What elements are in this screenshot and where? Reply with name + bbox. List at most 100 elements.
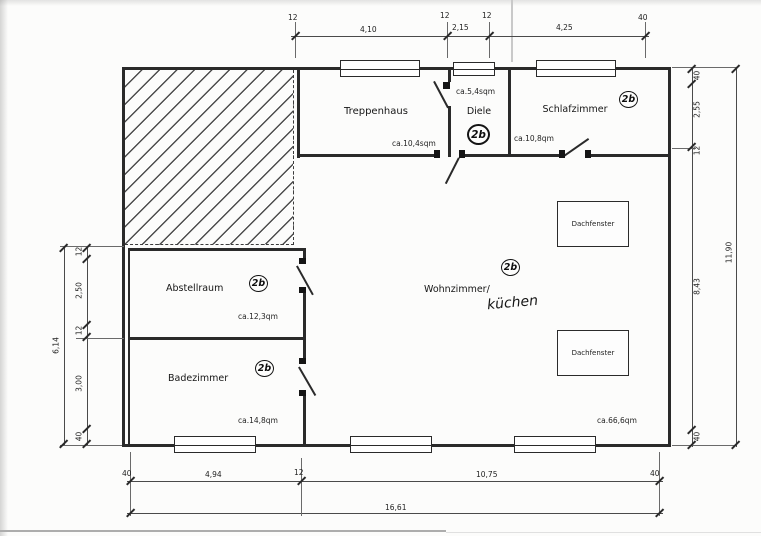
wall-diele-right: [508, 70, 511, 157]
window-bottom-wohnzimmer-1: [350, 436, 432, 453]
dim-ext: [489, 22, 490, 58]
door-jamb: [559, 150, 565, 158]
dim-label-top-s1: 4,10: [360, 25, 377, 34]
dim-label-left-total: 6,14: [51, 337, 61, 354]
hatch-area: [125, 70, 294, 245]
dim-label-left-t2: 12: [74, 325, 84, 336]
dim-tick: [731, 440, 740, 450]
dim-line-left-outer: [64, 246, 65, 446]
wall-abstellraum-badezimmer: [128, 337, 306, 340]
window-bottom-badezimmer: [174, 436, 256, 453]
dim-label-top-t1: 12: [288, 13, 298, 22]
unit-marker-wohnzimmer: 2b: [501, 259, 520, 276]
area-label-schlafzimmer: ca.10,8qm: [514, 134, 554, 143]
scan-bottom-line-faint: [446, 532, 761, 533]
dim-label-bottom-s1: 4,94: [205, 470, 222, 479]
dim-ext: [60, 246, 124, 247]
dim-ext: [645, 22, 646, 58]
area-label-badezimmer: ca.14,8qm: [238, 416, 278, 425]
dim-label-bottom-t2: 12: [294, 468, 304, 477]
dim-ext: [672, 445, 736, 446]
door-jamb: [443, 82, 450, 89]
area-label-treppenhaus: ca.10,4sqm: [392, 139, 436, 148]
dim-label-right-t3: 40: [692, 431, 702, 442]
dim-label-top-s3: 4,25: [556, 23, 573, 32]
dim-label-right-s1: 2,55: [692, 101, 702, 118]
wall-leftrooms-right-c: [303, 392, 306, 447]
dim-ext: [672, 148, 696, 149]
dim-label-bottom-s2: 10,75: [476, 470, 498, 479]
dim-ext: [76, 338, 124, 339]
dim-line-right-outer: [736, 67, 737, 447]
wall-leftrooms-right-b: [303, 290, 306, 362]
dim-tick: [59, 439, 68, 449]
door-jamb: [299, 358, 306, 364]
door-swing-diele-bottom: [445, 157, 460, 185]
dim-line-left-inner: [87, 246, 88, 446]
door-jamb: [585, 150, 591, 158]
dim-ext: [672, 67, 736, 68]
dachfenster-label: Dachfenster: [571, 349, 615, 357]
unit-marker-diele: 2b: [467, 124, 490, 145]
wall-left-inner: [128, 250, 130, 445]
door-jamb: [299, 258, 306, 264]
scan-bottom-line: [0, 530, 446, 532]
dim-label-top-s2: 2,15: [452, 23, 469, 32]
door-jamb: [299, 287, 306, 293]
area-label-diele: ca.5,4sqm: [456, 87, 496, 96]
door-jamb: [434, 150, 440, 158]
wall-outer-right: [668, 67, 671, 447]
room-label-wohnzimmer: Wohnzimmer/: [424, 284, 490, 295]
scan-edge-left: [0, 0, 8, 536]
dim-ext: [659, 452, 660, 516]
dim-label-bottom-t3: 40: [650, 469, 660, 478]
room-label-schlafzimmer: Schlafzimmer: [542, 104, 608, 115]
room-label-diele: Diele: [466, 106, 492, 117]
dim-ext: [301, 458, 302, 516]
dim-label-left-t1: 12: [74, 246, 84, 257]
window-top-diele: [453, 62, 495, 76]
wall-leftrooms-right-a: [303, 248, 306, 264]
wall-topband-bottom-c: [588, 154, 668, 157]
scan-edge-top: [0, 0, 761, 6]
room-label-abstellraum: Abstellraum: [166, 283, 224, 294]
unit-marker-badezimmer: 2b: [255, 360, 274, 377]
dim-label-bottom-t1: 40: [122, 469, 132, 478]
window-top-schlafzimmer: [536, 60, 616, 77]
door-jamb: [459, 150, 465, 158]
room-label-badezimmer: Badezimmer: [168, 373, 229, 384]
unit-marker-schlafzimmer: 2b: [619, 91, 638, 108]
wall-outer-left: [122, 67, 125, 447]
area-label-abstellraum: ca.12,3qm: [238, 312, 278, 321]
room-label-kueche-handwritten: küchen: [486, 292, 539, 314]
scan-fold-line: [511, 0, 513, 62]
dim-ext: [295, 22, 296, 58]
unit-marker-abstellraum: 2b: [249, 275, 268, 292]
wall-diele-left: [448, 106, 451, 157]
dim-line-right-inner: [692, 67, 693, 447]
dim-label-top-t4: 40: [638, 13, 648, 22]
dim-line-top: [291, 36, 649, 37]
wall-treppenhaus-left: [297, 70, 300, 158]
dim-line-bottom-outer: [127, 513, 663, 514]
wall-diele-left-stub: [448, 70, 451, 82]
dim-label-right-t1: 40: [692, 70, 702, 81]
wall-topband-bottom-a: [297, 154, 438, 157]
dachfenster-label: Dachfenster: [571, 220, 615, 228]
dim-label-right-t2: 12: [692, 145, 702, 156]
dim-label-left-s1: 2,50: [74, 282, 84, 299]
dim-label-bottom-total: 16,61: [385, 503, 407, 512]
dim-label-left-s2: 3,00: [74, 375, 84, 392]
dachfenster-box-2: Dachfenster: [557, 330, 629, 376]
dim-label-top-t3: 12: [482, 11, 492, 20]
dim-line-bottom-inner: [127, 481, 663, 482]
wall-abstellraum-top: [128, 248, 306, 251]
door-jamb: [299, 390, 306, 396]
dim-ext: [130, 452, 131, 516]
dim-ext: [447, 22, 448, 58]
dim-label-right-total: 11,90: [724, 241, 734, 264]
area-label-wohnzimmer: ca.66,6qm: [597, 416, 637, 425]
window-bottom-wohnzimmer-2: [514, 436, 596, 453]
room-label-treppenhaus: Treppenhaus: [344, 106, 408, 117]
